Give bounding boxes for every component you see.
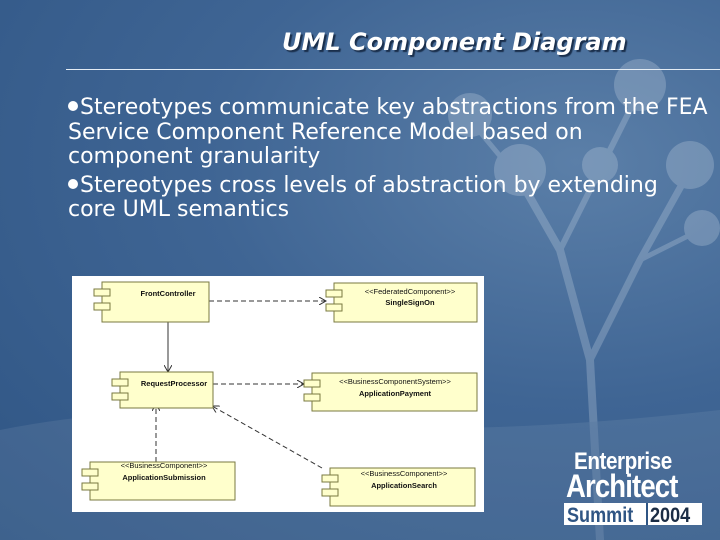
logo-bar: [564, 503, 702, 525]
logo-line-architect: Architect: [566, 468, 678, 504]
uml-component-diagram: FrontController <<FederatedComponent>> S…: [72, 276, 484, 512]
component-name: ApplicationSubmission: [122, 473, 206, 482]
component-name: FrontController: [141, 289, 196, 298]
title-divider: [66, 69, 720, 70]
bullet-text: Stereotypes cross levels of abstraction …: [68, 172, 658, 222]
component-stereotype: <<BusinessComponent>>: [361, 469, 448, 478]
bullet-dot-icon: [68, 178, 78, 189]
component-stereotype: <<BusinessComponent>>: [121, 461, 208, 470]
component-applicationsubmission[interactable]: <<BusinessComponent>> ApplicationSubmiss…: [81, 461, 236, 501]
enterprise-architect-logo: Enterprise Architect Summit 2004: [564, 448, 714, 528]
bullet-dot-icon: [68, 101, 78, 111]
logo-line-year: 2004: [650, 504, 691, 527]
component-name: RequestProcessor: [141, 379, 207, 388]
component-stereotype: <<BusinessComponentSystem>>: [339, 377, 451, 386]
logo-line-summit: Summit: [567, 504, 634, 527]
bullet-item: Stereotypes cross levels of abstraction …: [68, 172, 708, 223]
component-name: SingleSignOn: [385, 298, 435, 307]
component-singlesignon[interactable]: <<FederatedComponent>> SingleSignOn: [325, 282, 478, 323]
bullet-text: Stereotypes communicate key abstractions…: [68, 95, 708, 169]
component-requestprocessor[interactable]: RequestProcessor: [111, 371, 214, 409]
logo-line-enterprise: Enterprise: [574, 448, 672, 475]
logo-separator: [646, 503, 648, 525]
component-stereotype: <<FederatedComponent>>: [365, 287, 456, 296]
bullet-item: Stereotypes communicate key abstractions…: [68, 95, 708, 170]
dependency-applicationsearch-requestprocessor: [212, 406, 323, 469]
component-name: ApplicationPayment: [359, 389, 432, 398]
component-name: ApplicationSearch: [371, 481, 437, 490]
slide-title: UML Component Diagram: [282, 28, 627, 56]
component-applicationpayment[interactable]: <<BusinessComponentSystem>> ApplicationP…: [303, 372, 478, 412]
component-frontcontroller[interactable]: FrontController: [93, 281, 210, 323]
bullet-list: Stereotypes communicate key abstractions…: [68, 95, 708, 227]
component-applicationsearch[interactable]: <<BusinessComponent>> ApplicationSearch: [321, 467, 476, 507]
